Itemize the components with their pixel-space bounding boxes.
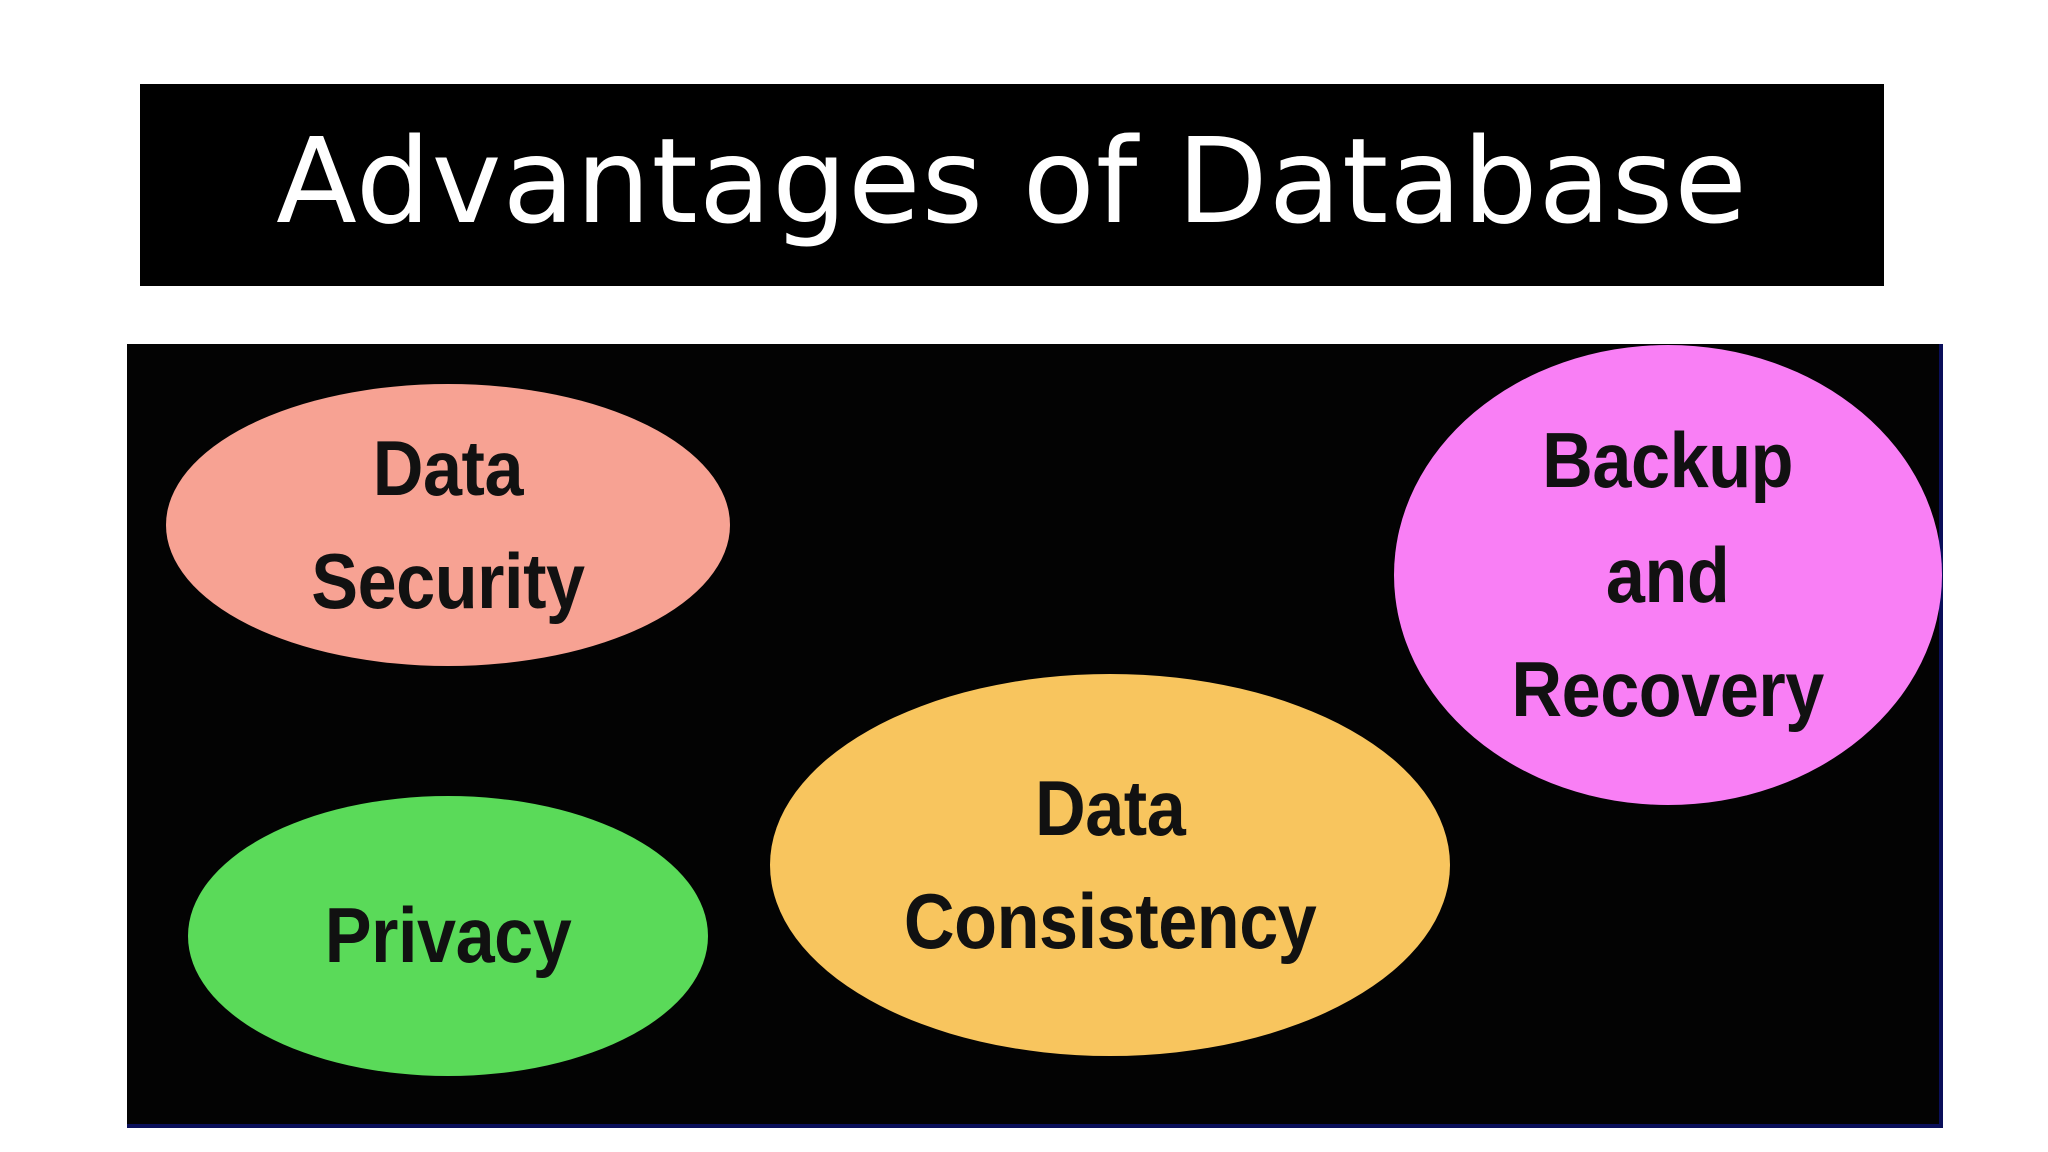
bubble-label-data-consistency: Data Consistency <box>903 763 1317 965</box>
bubble-label-privacy: Privacy <box>324 891 572 980</box>
bubble-label-data-security: Data Security <box>311 423 585 625</box>
bubble-privacy: Privacy <box>188 796 708 1076</box>
title-bar: Advantages of Database <box>140 84 1884 286</box>
bubble-data-security: Data Security <box>166 384 730 666</box>
bubble-backup-and-recovery: Backup and Recovery <box>1394 345 1942 805</box>
white-corner-patch <box>1947 860 2048 1152</box>
bubble-label-backup-and-recovery: Backup and Recovery <box>1511 416 1825 734</box>
bubble-data-consistency: Data Consistency <box>770 674 1450 1056</box>
slide-title: Advantages of Database <box>276 112 1748 250</box>
